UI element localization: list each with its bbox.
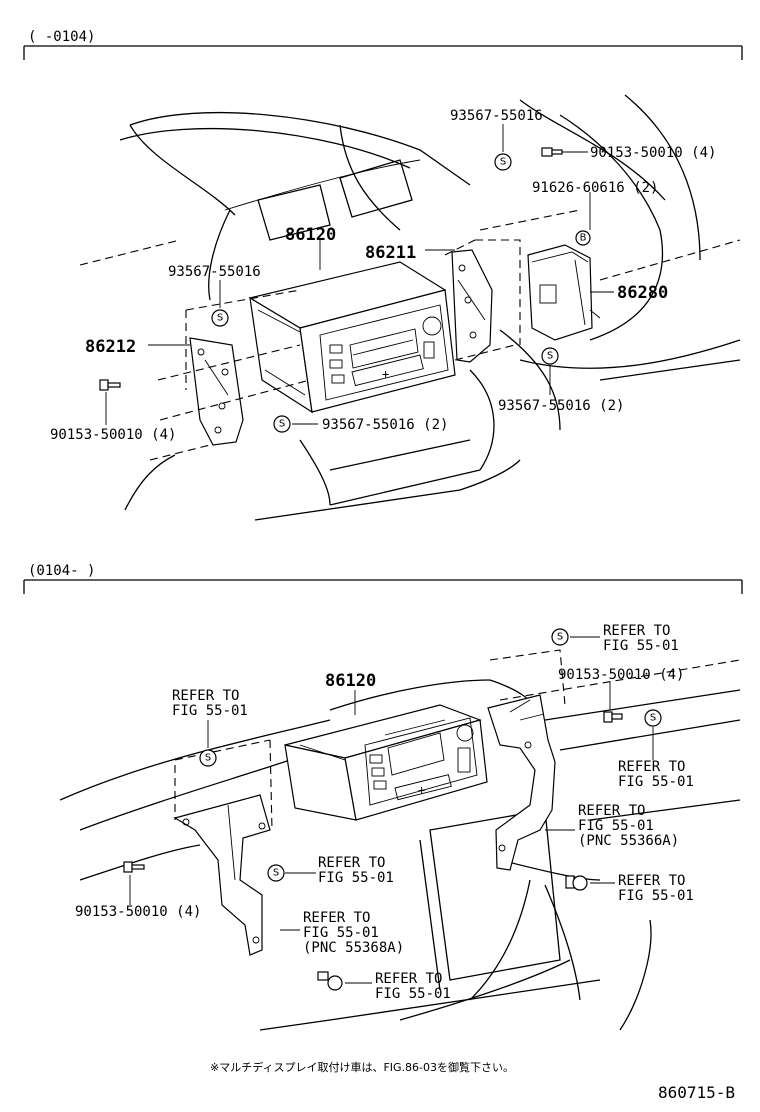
refer-right-low-line1: REFER TO (618, 873, 685, 889)
refer-center-line1: REFER TO (318, 855, 385, 871)
svg-text:S: S (217, 313, 223, 324)
bottom-labels: 86120 REFER TO FIG 55-01 90153-50010 (4)… (75, 623, 694, 1002)
bottom-fasteners: S S S S (123, 628, 662, 991)
label-91626: 91626-60616 (2) (532, 180, 658, 196)
svg-text:S: S (547, 351, 553, 362)
s-clip-icon (273, 415, 291, 433)
bolt-with-washer-icon (317, 971, 343, 991)
top-leaders (105, 124, 614, 425)
label-86280: 86280 (617, 283, 668, 303)
top-range-label: ( -0104) (28, 29, 95, 45)
s-clip-icon (494, 153, 512, 171)
refer-center-line2: FIG 55-01 (318, 870, 394, 886)
bolt-icon (99, 379, 121, 391)
refer-bottom-line1: REFER TO (375, 971, 442, 987)
s-clip-icon (541, 347, 559, 365)
refer-right-low-line2: FIG 55-01 (618, 888, 694, 904)
svg-text:S: S (279, 419, 285, 430)
top-right-bracket (444, 239, 521, 363)
s-clip-icon (644, 709, 662, 727)
bolt-icon (541, 147, 563, 157)
svg-text:S: S (557, 632, 563, 643)
s-clip-icon (199, 749, 217, 767)
svg-text:S: S (205, 753, 211, 764)
label-90153-bottom-left: 90153-50010 (4) (75, 904, 201, 920)
top-section-header: ( -0104) (23, 29, 743, 60)
bolt-icon (603, 711, 623, 723)
svg-text:B: B (580, 233, 587, 244)
label-90153-bottom-right: 90153-50010 (4) (558, 667, 684, 683)
bottom-leaders (129, 636, 654, 984)
svg-text:+: + (382, 367, 389, 381)
label-93567-left: 93567-55016 (168, 264, 261, 280)
bottom-section-header: (0104- ) (23, 563, 743, 594)
refer-pnc-left-line2: FIG 55-01 (303, 925, 379, 941)
bolt-with-washer-icon (565, 875, 588, 891)
refer-bottom-line2: FIG 55-01 (375, 986, 451, 1002)
refer-top-right-line1: REFER TO (603, 623, 670, 639)
label-90153-top-right: 90153-50010 (4) (590, 145, 716, 161)
refer-right-mid-line1: REFER TO (618, 759, 685, 775)
bottom-range-label: (0104- ) (28, 563, 95, 579)
refer-right-pnc-line2: FIG 55-01 (578, 818, 654, 834)
refer-right-pnc-line1: REFER TO (578, 803, 645, 819)
label-86120-top: 86120 (285, 225, 336, 245)
top-module-86280 (527, 244, 601, 341)
s-clip-icon (551, 628, 569, 646)
top-radio-unit: + (248, 261, 456, 414)
refer-pnc-left-line1: REFER TO (303, 910, 370, 926)
top-fasteners: S S S S B (99, 147, 591, 433)
refer-right-pnc-line3: (PNC 55366A) (578, 833, 679, 849)
refer-top-right-line2: FIG 55-01 (603, 638, 679, 654)
svg-text:+: + (418, 783, 425, 797)
refer-pnc-left-line3: (PNC 55368A) (303, 940, 404, 956)
b-nut-icon (575, 230, 591, 246)
label-93567-bottom: 93567-55016 (2) (322, 417, 448, 433)
refer-left-line1: REFER TO (172, 688, 239, 704)
footer: ※マルチディスプレイ取付け車は、FIG.86-03を御覧下さい。 860715-… (210, 1060, 735, 1102)
s-clip-icon (267, 864, 285, 882)
label-93567-top-center: 93567-55016 (450, 108, 543, 124)
bottom-radio-unit: + (284, 704, 488, 821)
label-86212: 86212 (85, 337, 136, 357)
svg-text:S: S (273, 868, 279, 879)
label-90153-left: 90153-50010 (4) (50, 427, 176, 443)
bottom-right-bracket (487, 694, 556, 871)
top-dashboard-outline (79, 94, 741, 521)
top-labels: 86120 86211 86212 86280 93567-55016 9015… (50, 108, 716, 443)
label-93567-right-bottom: 93567-55016 (2) (498, 398, 624, 414)
label-86211: 86211 (365, 243, 416, 263)
bolt-icon (123, 861, 145, 873)
svg-text:S: S (500, 157, 506, 168)
footer-note: ※マルチディスプレイ取付け車は、FIG.86-03を御覧下さい。 (210, 1060, 514, 1074)
top-left-bracket (157, 289, 311, 446)
svg-text:S: S (650, 713, 656, 724)
label-86120-bottom: 86120 (325, 671, 376, 691)
refer-left-line2: FIG 55-01 (172, 703, 248, 719)
figure-id: 860715-B (658, 1083, 735, 1102)
refer-right-mid-line2: FIG 55-01 (618, 774, 694, 790)
s-clip-icon (211, 309, 229, 327)
bottom-left-bracket (173, 739, 273, 956)
bottom-dashboard-outline (59, 649, 741, 1031)
